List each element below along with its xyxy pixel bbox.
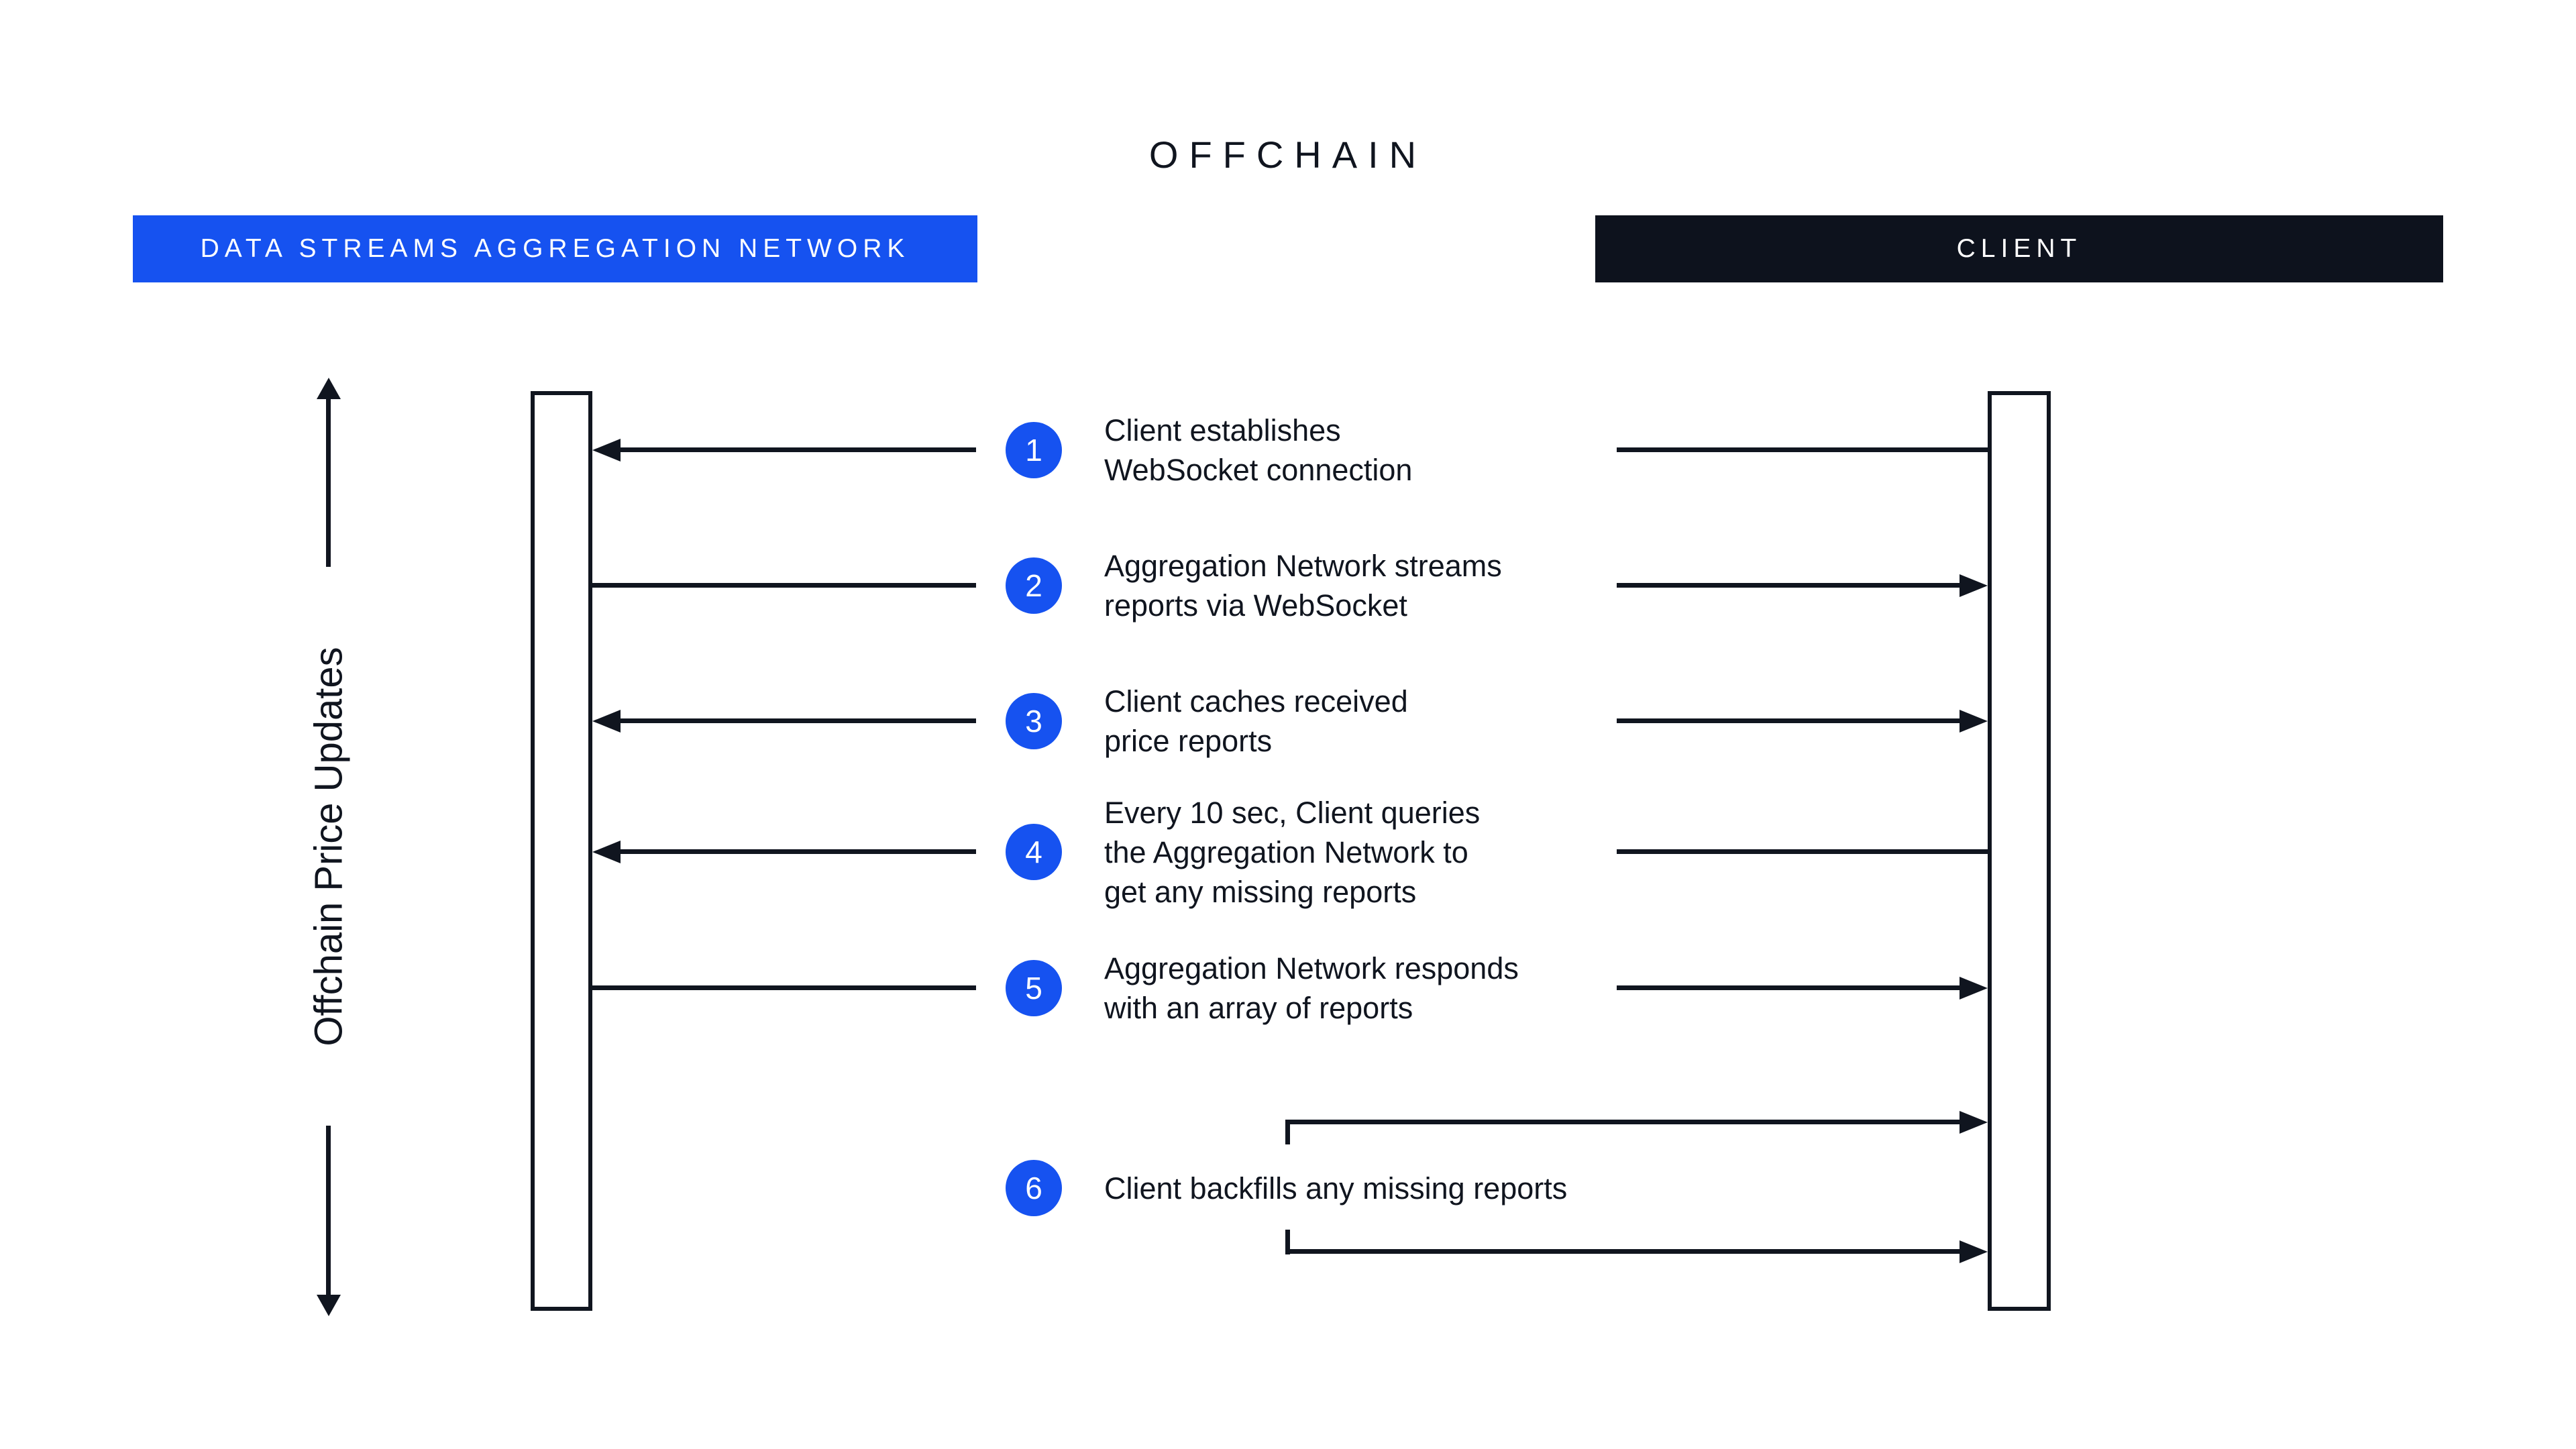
step-number: 5: [1025, 971, 1042, 1006]
message-line-left: [592, 583, 976, 588]
step-number: 3: [1025, 704, 1042, 739]
header-aggregation-network: DATA STREAMS AGGREGATION NETWORK: [133, 215, 977, 282]
arrowhead-right-icon: [1960, 1111, 1988, 1134]
backfill-bracket-stub-top: [1285, 1120, 1290, 1144]
step-number-badge: 4: [1006, 824, 1062, 880]
step-number-badge: 6: [1006, 1160, 1062, 1216]
step-number: 2: [1025, 568, 1042, 603]
page-title: OFFCHAIN: [1148, 133, 1428, 176]
axis-arrowhead-up-icon: [317, 378, 341, 399]
step-text-line: price reports: [1104, 724, 1273, 758]
header-aggregation-network-label: DATA STREAMS AGGREGATION NETWORK: [200, 234, 910, 263]
axis-line-top: [326, 398, 331, 567]
arrowhead-left-icon: [592, 710, 621, 733]
step-text: Every 10 sec, Client queries the Aggrega…: [1104, 793, 1480, 912]
message-line-left: [617, 849, 976, 854]
message-line-left: [617, 718, 976, 723]
backfill-line-top: [1288, 1120, 1962, 1124]
backfill-bracket-stub-bottom: [1285, 1230, 1290, 1254]
axis-line-bottom: [326, 1126, 331, 1295]
axis-arrowhead-down-icon: [317, 1295, 341, 1316]
message-line-right: [1617, 849, 1988, 854]
arrowhead-right-icon: [1960, 574, 1988, 597]
step-number-badge: 2: [1006, 557, 1062, 614]
step-number: 6: [1025, 1171, 1042, 1205]
step-number-badge: 3: [1006, 693, 1062, 749]
message-line-right: [1617, 583, 1962, 588]
step-text-line: Aggregation Network responds: [1104, 951, 1519, 985]
step-text-line: Client establishes: [1104, 413, 1341, 447]
header-client: CLIENT: [1595, 215, 2443, 282]
step-text-line: get any missing reports: [1104, 875, 1417, 909]
step-number-badge: 1: [1006, 422, 1062, 478]
step-number: 1: [1025, 433, 1042, 468]
step-text-line: with an array of reports: [1104, 991, 1413, 1025]
message-line-left: [617, 447, 976, 452]
step-text-line: Aggregation Network streams: [1104, 549, 1502, 583]
step-text: Aggregation Network responds with an arr…: [1104, 949, 1519, 1028]
backfill-line-bottom: [1288, 1249, 1962, 1254]
header-client-label: CLIENT: [1956, 234, 2082, 263]
message-line-left: [592, 985, 976, 990]
step-text: Client caches received price reports: [1104, 682, 1408, 761]
step-text-line: Every 10 sec, Client queries: [1104, 796, 1481, 830]
step-text-line: Client backfills any missing reports: [1104, 1171, 1568, 1205]
message-line-right: [1617, 447, 1988, 452]
step-text: Client backfills any missing reports: [1104, 1169, 1567, 1208]
step-text-line: the Aggregation Network to: [1104, 835, 1468, 869]
side-axis-label: Offchain Price Updates: [307, 647, 351, 1046]
arrowhead-left-icon: [592, 439, 621, 462]
message-line-right: [1617, 985, 1962, 990]
arrowhead-left-icon: [592, 841, 621, 863]
step-text-line: WebSocket connection: [1104, 453, 1413, 487]
lifeline-client-bar: [1988, 391, 2051, 1311]
arrowhead-right-icon: [1960, 710, 1988, 733]
arrowhead-right-icon: [1960, 977, 1988, 1000]
step-number: 4: [1025, 835, 1042, 869]
lifeline-network-bar: [531, 391, 592, 1311]
step-text-line: reports via WebSocket: [1104, 588, 1407, 623]
step-text: Aggregation Network streams reports via …: [1104, 546, 1502, 625]
step-text: Client establishes WebSocket connection: [1104, 411, 1412, 490]
arrowhead-right-icon: [1960, 1240, 1988, 1263]
step-number-badge: 5: [1006, 960, 1062, 1016]
step-text-line: Client caches received: [1104, 684, 1408, 718]
message-line-right: [1617, 718, 1962, 723]
